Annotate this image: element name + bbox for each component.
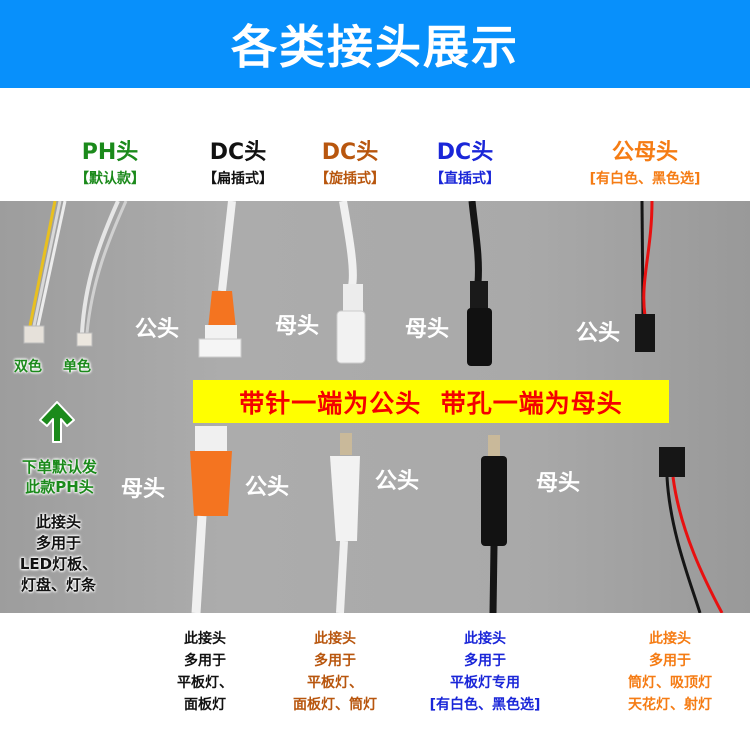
male-female-connector-top bbox=[635, 201, 655, 352]
female-label: 母头 bbox=[536, 471, 581, 496]
dc-twist-male-connector bbox=[330, 433, 360, 613]
type-name: DC头 bbox=[436, 140, 494, 165]
type-subtitle: 【旋插式】 bbox=[315, 171, 385, 187]
ph-single-color-connector bbox=[76, 201, 128, 347]
type-name: PH头 bbox=[81, 140, 139, 165]
usage-line: 灯盘、灯条 bbox=[20, 576, 96, 594]
dc-straight-female-connector bbox=[467, 201, 492, 366]
male-label: 公头 bbox=[375, 469, 420, 494]
type-name: DC头 bbox=[321, 140, 379, 165]
ph-note-line: 此款PH头 bbox=[25, 478, 94, 496]
male-label: 公头 bbox=[135, 317, 180, 342]
usage-line: [有白色、黑色选] bbox=[429, 697, 541, 713]
ph-single-color-label: 单色 bbox=[63, 359, 91, 375]
connector-illustration bbox=[23, 201, 724, 613]
type-header-dc-twist: DC头 【旋插式】 bbox=[290, 140, 410, 189]
usage-line: 多用于 bbox=[649, 653, 691, 669]
usage-line: 平板灯、 bbox=[307, 675, 363, 691]
type-subtitle: [有白色、黑色选] bbox=[589, 171, 701, 187]
type-header-dc-straight: DC头 【直插式】 bbox=[405, 140, 525, 189]
usage-line: 此接头 bbox=[649, 631, 691, 647]
male-label: 公头 bbox=[576, 321, 621, 346]
type-header-dc-flat: DC头 【扁插式】 bbox=[178, 140, 298, 189]
type-subtitle: 【直插式】 bbox=[430, 171, 500, 187]
ph-note-line: 下单默认发 bbox=[21, 458, 97, 476]
usage-line: 平板灯专用 bbox=[450, 675, 520, 691]
female-label: 母头 bbox=[405, 317, 450, 342]
usage-dc-flat: 此接头 多用于 平板灯、 面板灯 bbox=[150, 628, 260, 716]
usage-line: 多用于 bbox=[35, 534, 81, 552]
usage-line: 筒灯、吸顶灯 bbox=[628, 675, 712, 691]
usage-line: 此接头 bbox=[464, 631, 506, 647]
page-title: 各类接头展示 bbox=[231, 20, 519, 74]
ph-two-color-label: 双色 bbox=[14, 359, 42, 375]
usage-male-female: 此接头 多用于 筒灯、吸顶灯 天花灯、射灯 bbox=[605, 628, 735, 716]
male-female-notice: 带针一端为公头 带孔一端为母头 bbox=[193, 380, 669, 423]
type-name: DC头 bbox=[209, 140, 267, 165]
usage-line: 面板灯、筒灯 bbox=[293, 697, 377, 713]
usage-line: 多用于 bbox=[314, 653, 356, 669]
usage-line: 此接头 bbox=[314, 631, 356, 647]
type-subtitle: 【默认款】 bbox=[75, 171, 145, 187]
type-header-ph: PH头 【默认款】 bbox=[50, 140, 170, 189]
ph-two-color-connector bbox=[23, 201, 67, 344]
usage-line: 多用于 bbox=[184, 653, 226, 669]
male-female-connector-bottom bbox=[659, 447, 724, 613]
female-label: 母头 bbox=[121, 477, 166, 502]
dc-flat-male-connector bbox=[198, 201, 242, 358]
ph-usage-note: 此接头 多用于 LED灯板、 灯盘、灯条 bbox=[6, 512, 111, 596]
usage-line: 天花灯、射灯 bbox=[628, 697, 712, 713]
dc-flat-female-connector bbox=[190, 426, 232, 613]
male-label: 公头 bbox=[245, 475, 290, 500]
type-header-male-female: 公母头 [有白色、黑色选] bbox=[565, 140, 725, 189]
usage-line: LED灯板、 bbox=[19, 555, 98, 573]
usage-line: 此接头 bbox=[184, 631, 226, 647]
type-name: 公母头 bbox=[611, 140, 678, 165]
usage-dc-twist: 此接头 多用于 平板灯、 面板灯、筒灯 bbox=[280, 628, 390, 716]
type-subtitle: 【扁插式】 bbox=[203, 171, 273, 187]
title-banner: 各类接头展示 bbox=[0, 0, 750, 88]
up-arrow-icon bbox=[39, 401, 75, 443]
usage-line: 多用于 bbox=[464, 653, 506, 669]
female-label: 母头 bbox=[275, 314, 320, 339]
ph-default-note: 下单默认发 此款PH头 bbox=[12, 457, 107, 497]
notice-text: 带针一端为公头 带孔一端为母头 bbox=[239, 388, 623, 418]
usage-line: 此接头 bbox=[35, 513, 81, 531]
dc-straight-male-connector bbox=[481, 435, 507, 613]
usage-line: 平板灯、 bbox=[177, 675, 233, 691]
dc-twist-female-connector bbox=[336, 201, 366, 364]
usage-dc-straight: 此接头 多用于 平板灯专用 [有白色、黑色选] bbox=[420, 628, 550, 716]
usage-line: 面板灯 bbox=[184, 697, 226, 713]
